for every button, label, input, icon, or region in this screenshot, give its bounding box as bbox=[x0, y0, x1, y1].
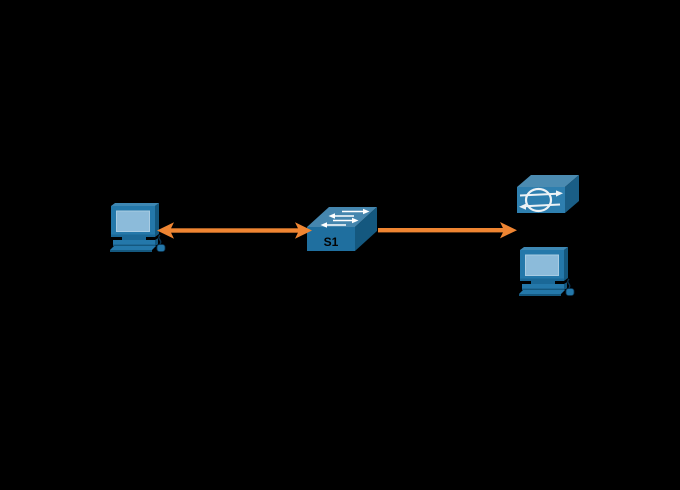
switch-s1-icon: S1 bbox=[307, 207, 377, 251]
hub-top-face bbox=[517, 175, 579, 187]
pc-right-icon bbox=[518, 246, 575, 297]
arrowhead-right bbox=[500, 222, 517, 239]
arrowhead-right bbox=[295, 222, 312, 239]
link-shaft bbox=[378, 228, 504, 233]
pc-left-icon bbox=[109, 202, 166, 253]
switch-side-face bbox=[355, 207, 377, 251]
arrowhead-left bbox=[157, 222, 174, 239]
link-pc-to-switch bbox=[157, 222, 312, 239]
hub-side-face bbox=[565, 175, 579, 213]
switch-label: S1 bbox=[324, 235, 339, 249]
hub-front-face bbox=[517, 187, 565, 213]
switch-arrows-icon bbox=[320, 208, 370, 228]
hub-icon bbox=[517, 175, 579, 213]
switch-front-face bbox=[307, 227, 355, 251]
link-shaft bbox=[170, 228, 299, 233]
hub-circle-arrows-icon bbox=[519, 187, 563, 213]
link-switch-to-right bbox=[378, 222, 517, 239]
